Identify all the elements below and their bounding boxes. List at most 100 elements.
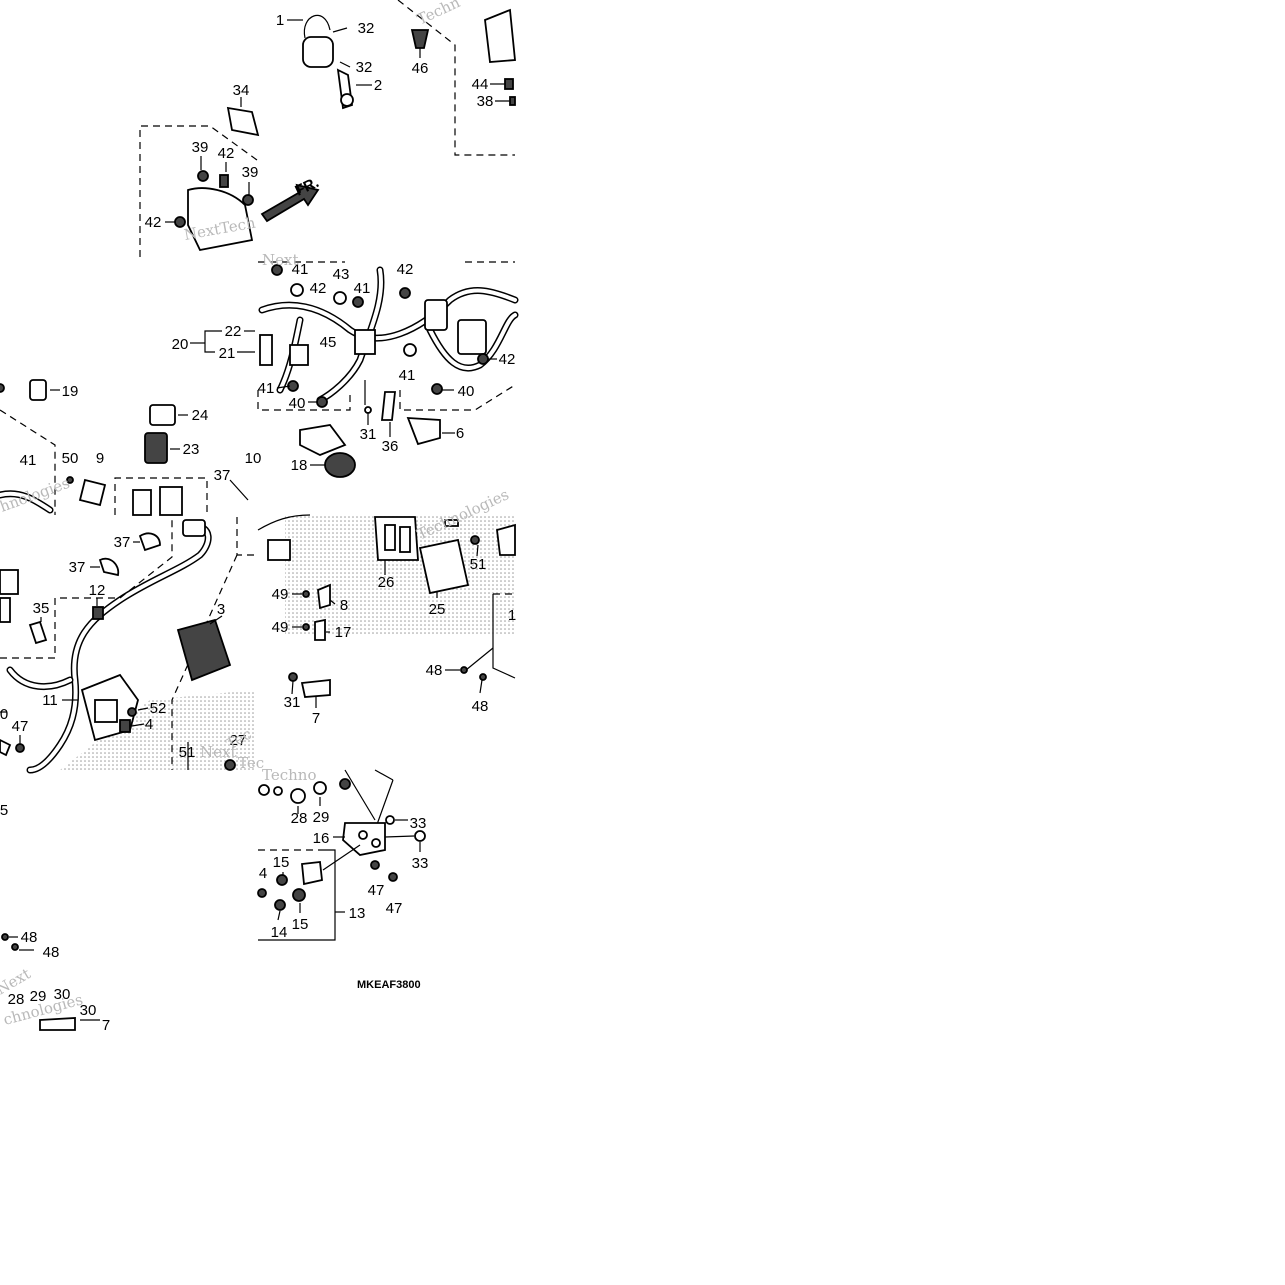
relay-24 (149, 404, 176, 426)
callout: 48 (426, 662, 443, 679)
watermark: Techno (262, 766, 316, 784)
callout: 10 (245, 450, 262, 467)
callout: 49 (272, 586, 289, 603)
tile-bottom-center (257, 769, 426, 941)
callout: 4 (145, 716, 153, 733)
callout: 29 (313, 809, 330, 826)
clip-36 (380, 391, 397, 421)
callout: 41 (258, 380, 275, 397)
callout: 41 (292, 261, 309, 278)
clip-46 (410, 29, 430, 49)
callout: 32 (358, 20, 375, 37)
bracket-9 (78, 478, 107, 507)
tile-lower-left (0, 517, 258, 774)
callout: 39 (192, 139, 209, 156)
watermark: Techn (414, 0, 463, 29)
callout: 39 (242, 164, 259, 181)
callout: 17 (335, 624, 352, 641)
callout: 41 (399, 367, 416, 384)
callout: 42 (310, 280, 327, 297)
callout: 48 (21, 929, 38, 946)
fr-label: FR. (293, 174, 322, 200)
tile-center-harness (190, 261, 519, 478)
sensor-17 (314, 618, 326, 641)
connector-big (457, 319, 487, 355)
watermarks: Techn NextTech hnologies Next Technologi… (0, 0, 512, 1029)
callout: 46 (412, 60, 429, 77)
collar-28 (290, 788, 306, 804)
callout: 38 (477, 93, 494, 110)
callout: 50 (62, 450, 79, 467)
callout: 2 (374, 77, 382, 94)
callout: 47 (368, 882, 385, 899)
callout: 0 (0, 706, 8, 723)
callout: 14 (271, 924, 288, 941)
callout: 8 (340, 597, 348, 614)
callout: 35 (33, 600, 50, 617)
callout: 23 (183, 441, 200, 458)
callout: 48 (43, 944, 60, 961)
callout: 47 (12, 718, 29, 735)
plug-tip (340, 93, 354, 107)
watermark: Tec (238, 754, 264, 772)
callout: 40 (458, 383, 475, 400)
tile-ecu (257, 514, 516, 708)
callout: 52 (150, 700, 167, 717)
callout: 21 (219, 345, 236, 362)
fuse-35 (28, 620, 48, 645)
watermark: Next (200, 743, 237, 761)
callout: 13 (349, 905, 366, 922)
relay-19 (29, 379, 47, 401)
callout: 45 (320, 334, 337, 351)
callout: 40 (289, 395, 306, 412)
bracket-assy (187, 187, 254, 252)
callout: 51 (179, 744, 196, 761)
module-25 (418, 538, 470, 595)
callout: 37 (69, 559, 86, 576)
callout: 30 (54, 986, 71, 1003)
callout-labels: 1 32 32 2 46 44 38 34 39 42 39 42 41 43 … (0, 12, 516, 1034)
callout: 15 (292, 916, 309, 933)
bracket-7 (300, 678, 331, 698)
callout: 18 (291, 457, 308, 474)
callout: 7 (102, 1017, 110, 1034)
callout: 22 (225, 323, 242, 340)
sensor-8 (317, 583, 331, 610)
callout: 36 (382, 438, 399, 455)
gasket-34 (226, 106, 260, 137)
callout: 28 (291, 810, 308, 827)
callout: 31 (284, 694, 301, 711)
callout: 11 (42, 692, 58, 709)
tile-top-middle: FR. (260, 0, 516, 223)
callout: 37 (114, 534, 131, 551)
callout: 33 (410, 815, 427, 832)
callout: 37 (214, 467, 231, 484)
coil-body (302, 36, 334, 68)
bracket-6 (406, 417, 441, 446)
callout: 1 (508, 607, 516, 624)
tile-left-middle (0, 379, 249, 516)
callout: 42 (397, 261, 414, 278)
tile-upper-left (139, 97, 260, 257)
callout: 28 (8, 991, 25, 1008)
callout: 42 (499, 351, 516, 368)
ecu-26 (374, 516, 419, 561)
callout: 41 (20, 452, 37, 469)
horn-18 (299, 424, 347, 456)
coil-hook (303, 14, 331, 39)
washer-29 (313, 781, 327, 795)
callout: 44 (472, 76, 489, 93)
watermark: hnologies (0, 474, 72, 516)
callout: 49 (272, 619, 289, 636)
connector-12 (92, 606, 104, 620)
callout: 4 (259, 865, 267, 882)
callout: 31 (360, 426, 377, 443)
callout: 27 (230, 732, 247, 749)
callout: 47 (386, 900, 403, 917)
stipple-area-lower (60, 690, 255, 770)
callout: 34 (233, 82, 250, 99)
callout: 1 (276, 12, 284, 29)
connector-upper-right (484, 8, 516, 63)
callout: 48 (472, 698, 489, 715)
